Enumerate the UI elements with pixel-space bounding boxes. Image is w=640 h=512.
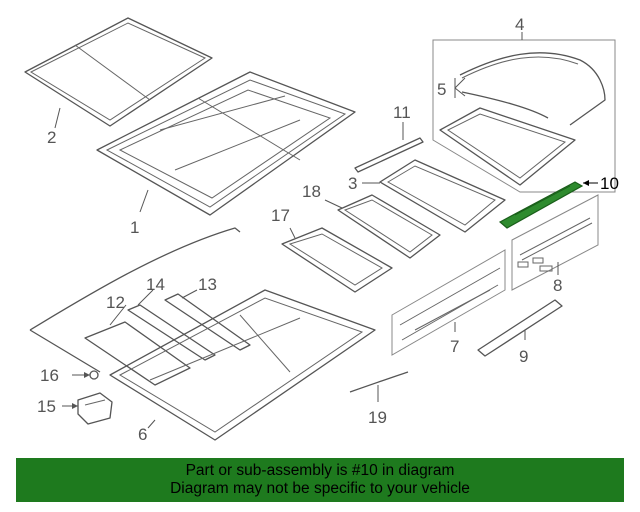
part-2-glass-panel <box>24 17 213 127</box>
callout-10: 10 <box>600 174 619 193</box>
part-7-group <box>391 249 506 356</box>
part-6-lower-frame <box>109 289 376 441</box>
part-9-bracket <box>477 299 563 357</box>
callout-8: 8 <box>553 276 562 295</box>
callout-15: 15 <box>37 397 56 416</box>
callout-12: 12 <box>106 293 125 312</box>
info-banner: Part or sub-assembly is #10 in diagram D… <box>16 458 624 502</box>
callout-17: 17 <box>271 206 290 225</box>
callout-1: 1 <box>130 218 139 237</box>
banner-line-2: Diagram may not be specific to your vehi… <box>170 480 470 497</box>
part-17-shade <box>281 227 393 293</box>
part-14-rail <box>127 304 216 361</box>
callout-16: 16 <box>40 366 59 385</box>
part-11-strip <box>354 137 424 173</box>
callout-19: 19 <box>368 408 387 427</box>
callout-18: 18 <box>302 182 321 201</box>
part-8-group <box>511 194 599 291</box>
part-18-panel <box>337 194 441 259</box>
callout-2: 2 <box>47 128 56 147</box>
part-10-rail-highlighted <box>498 181 584 229</box>
part-19-seal <box>349 371 409 393</box>
part-15-motor <box>77 392 113 425</box>
callout-4: 4 <box>515 15 524 34</box>
part-4-group <box>432 39 616 193</box>
part-12-rail <box>84 321 191 386</box>
part-3-glass <box>379 159 506 233</box>
callout-11: 11 <box>393 103 411 122</box>
banner-line-1: Part or sub-assembly is #10 in diagram <box>185 462 455 479</box>
callout-6: 6 <box>138 425 147 444</box>
part-1-frame <box>96 71 356 216</box>
part-13-rail <box>164 293 251 351</box>
callout-7: 7 <box>450 337 459 356</box>
callout-13: 13 <box>198 275 217 294</box>
drain-tube <box>29 227 241 373</box>
callout-9: 9 <box>519 347 528 366</box>
callout-3: 3 <box>348 174 357 193</box>
callout-14: 14 <box>146 275 165 294</box>
callout-5: 5 <box>437 80 446 99</box>
